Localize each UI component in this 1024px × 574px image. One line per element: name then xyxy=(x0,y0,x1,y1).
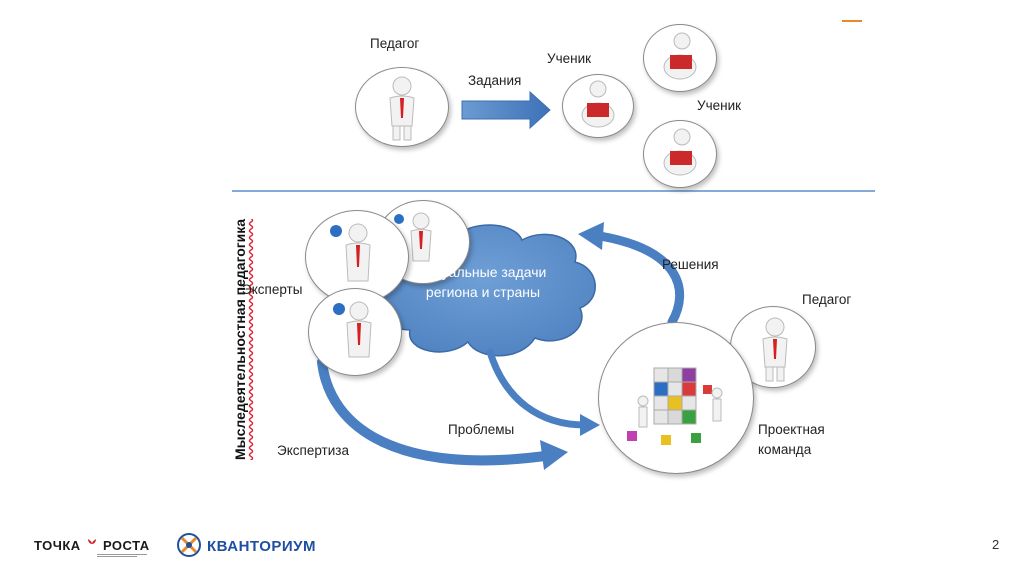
teacher-figure-icon xyxy=(356,68,448,146)
problems-arrow xyxy=(490,352,585,425)
teacher-circle-top xyxy=(355,67,449,147)
kvantorium-logo-icon xyxy=(176,532,202,558)
student-circle-3 xyxy=(643,120,717,188)
student-label-2: Ученик xyxy=(697,98,741,113)
project-team-circle xyxy=(598,322,754,474)
teacher-label-top: Педагог xyxy=(370,36,419,51)
expertise-arrowhead xyxy=(540,440,568,470)
cube-team-icon xyxy=(599,323,753,473)
student-label-1: Ученик xyxy=(547,51,591,66)
problems-label: Проблемы xyxy=(448,422,514,437)
side-title: Мыследеятельностная педагогика xyxy=(232,220,248,460)
student-circle-1 xyxy=(562,74,634,138)
logo-tochka-left: ТОЧКА xyxy=(34,538,81,553)
page-number: 2 xyxy=(992,537,999,552)
project-team-label: Проектная команда xyxy=(758,420,848,460)
tasks-arrow xyxy=(462,92,550,128)
logo-tochka-sprout-icon xyxy=(87,539,97,551)
expertise-label: Экспертиза xyxy=(277,443,349,458)
teacher-label-bottom: Педагог xyxy=(802,292,851,307)
logo-tochka-right: РОСТА xyxy=(103,538,150,553)
logo-kvantorium: КВАНТОРИУМ xyxy=(207,538,316,555)
solutions-label: Решения xyxy=(662,257,719,272)
logo-tochka-rosta: ТОЧКА РОСТА xyxy=(34,538,150,553)
solutions-arrowhead xyxy=(578,222,604,250)
expert-globe-icon xyxy=(309,289,401,375)
solutions-arrow xyxy=(600,236,680,322)
student-circle-2 xyxy=(643,24,717,92)
student-reading-icon xyxy=(563,75,633,137)
expert-circle-front xyxy=(308,288,402,376)
experts-label: Эксперты xyxy=(242,282,302,297)
cloud-text: Актуальные задачи региона и страны xyxy=(398,262,568,302)
student-reading-icon xyxy=(644,121,716,187)
expertise-arrow xyxy=(322,362,545,460)
logo-tochka-underline xyxy=(97,554,147,558)
student-reading-icon xyxy=(644,25,716,91)
problems-arrowhead xyxy=(580,414,600,436)
tasks-label: Задания xyxy=(468,73,521,88)
